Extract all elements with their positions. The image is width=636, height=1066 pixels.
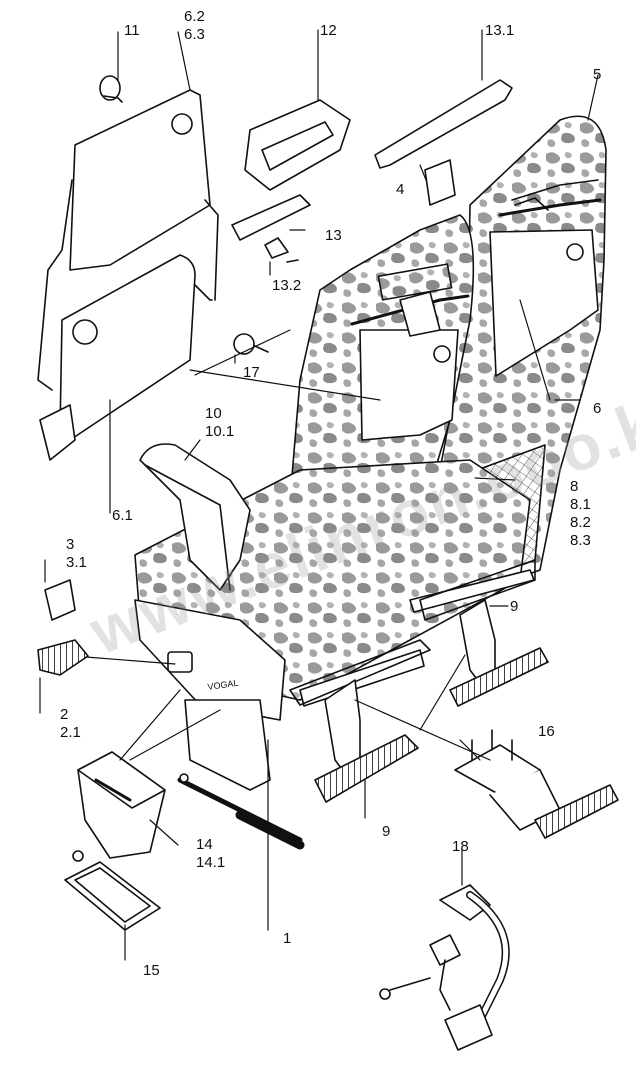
label-9-rear: 9	[510, 598, 519, 615]
label-5: 5	[593, 66, 602, 83]
latch-4	[424, 159, 456, 206]
label-14-1: 14.1	[196, 854, 226, 871]
knob-17	[233, 333, 269, 355]
label-9-front: 9	[382, 823, 391, 840]
grab-bar-13	[231, 194, 311, 241]
grab-rail-131	[374, 79, 513, 169]
label-4: 4	[396, 181, 405, 198]
label-18: 18	[452, 838, 469, 855]
clip-132	[264, 237, 299, 263]
handle-12	[244, 99, 351, 191]
tray-table-61	[39, 254, 213, 461]
label-6-3: 6.3	[184, 26, 205, 43]
label-11: 11	[124, 22, 140, 39]
label-13-2: 13.2	[272, 277, 302, 294]
label-15: 15	[143, 962, 160, 979]
waste-bin-14	[77, 751, 166, 859]
bracket-3	[44, 579, 76, 621]
label-8-2: 8.2	[570, 514, 591, 531]
armrest	[139, 443, 251, 591]
bin-frame-15	[64, 850, 161, 931]
label-12: 12	[320, 22, 337, 39]
svg-text:VOGAL: VOGAL	[207, 678, 239, 692]
seat-belt-18	[379, 884, 510, 1051]
label-6-1: 6.1	[112, 507, 133, 524]
label-8-1: 8.1	[570, 496, 591, 513]
label-6-2: 6.2	[184, 8, 205, 25]
label-1: 1	[283, 930, 292, 947]
label-2: 2	[60, 706, 69, 723]
seat-frame	[184, 559, 536, 791]
label-13: 13	[325, 227, 342, 244]
label-13-1: 13.1	[485, 22, 515, 39]
label-6: 6	[593, 400, 602, 417]
seat-side-panel: VOGAL	[134, 599, 286, 721]
leg-9-front	[314, 679, 419, 803]
label-10: 10	[205, 405, 222, 422]
leader-lines	[39, 29, 599, 961]
label-3-1: 3.1	[66, 554, 87, 571]
cap-11	[99, 75, 123, 103]
mounting-plate-16	[454, 729, 619, 839]
label-8-3: 8.3	[570, 532, 591, 549]
label-16: 16	[538, 723, 555, 740]
label-14: 14	[196, 836, 213, 853]
gas-strut-1	[177, 773, 305, 850]
label-17: 17	[243, 364, 260, 381]
label-2-1: 2.1	[60, 724, 81, 741]
label-10-1: 10.1	[205, 423, 235, 440]
label-3: 3	[66, 536, 75, 553]
leg-9-rear	[449, 599, 549, 707]
label-8: 8	[570, 478, 579, 495]
footrest-pedal-2	[37, 639, 89, 676]
